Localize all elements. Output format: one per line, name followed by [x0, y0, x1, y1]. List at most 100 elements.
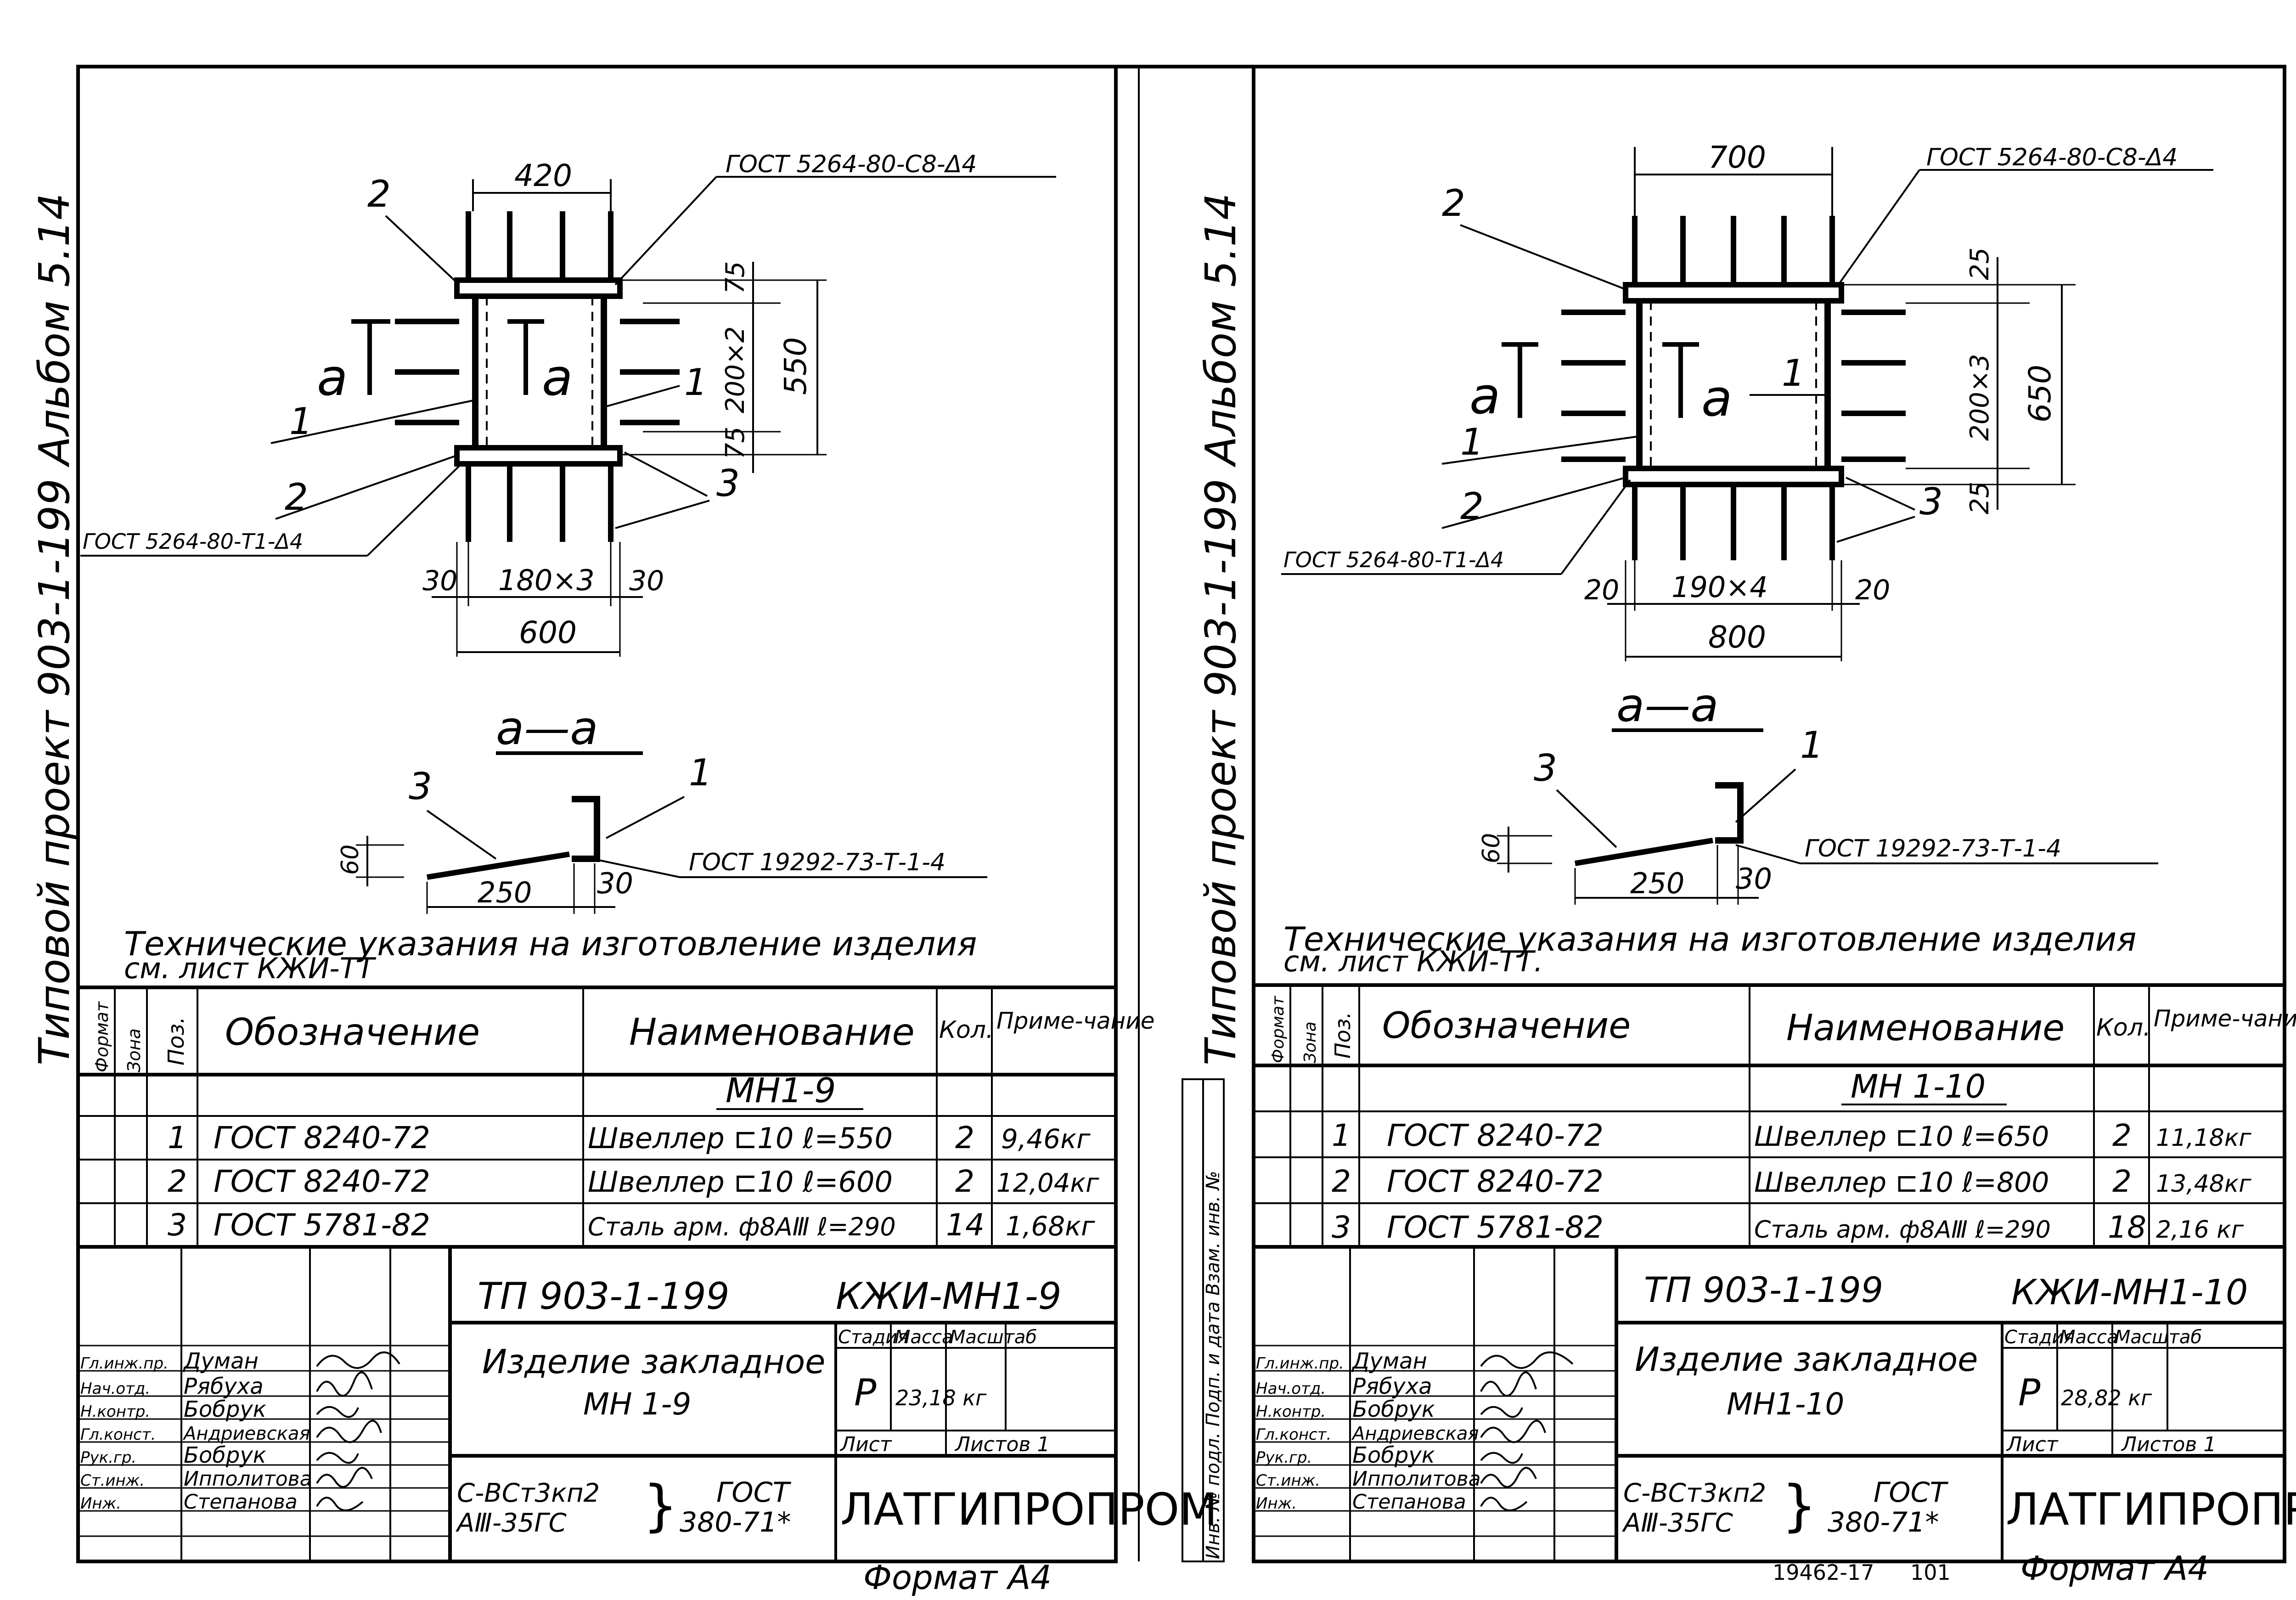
spec-1-row2-pos: 2: [168, 1164, 187, 1199]
spec-2-row2-name: Швеллер ⊏10 ℓ=800: [1754, 1166, 2049, 1199]
title-1-name-1: Думан: [183, 1348, 259, 1374]
spec-1-row2-designation: ГОСТ 8240-72: [214, 1164, 430, 1199]
spec-2-row3-pos: 3: [1332, 1210, 1351, 1245]
plan-view-1: 420 ГОСТ 5264-80-С8-Δ4 2 а а 1 1 2: [80, 151, 1056, 657]
section-2-title: а—а: [1616, 678, 1719, 732]
title-2-name-5: Бобрук: [1352, 1442, 1435, 1468]
title-2-material-line2: АⅢ-35ГС: [1622, 1508, 1733, 1538]
title-2-role-5: Рук.гр.: [1256, 1448, 1312, 1467]
plan-2-pos1-left: 1: [1460, 421, 1484, 463]
title-1-item-line2: МН 1-9: [583, 1386, 691, 1422]
title-1-role-7: Инж.: [80, 1494, 121, 1513]
title-1-name-7: Степанова: [184, 1490, 298, 1514]
title-2-name-6: Ипполитова: [1352, 1467, 1481, 1491]
spec-2-row3-name: Сталь арм. ф8АⅢ ℓ=290: [1754, 1216, 2051, 1244]
spec-1-row3-name: Сталь арм. ф8АⅢ ℓ=290: [588, 1212, 896, 1241]
title-1-name-5: Бобрук: [184, 1442, 266, 1468]
section-2-dim-len: 250: [1630, 867, 1684, 900]
spec-1-header-zone: Зона: [124, 1028, 144, 1072]
spec-2-row2-designation: ГОСТ 8240-72: [1387, 1164, 1604, 1199]
spec-table-1[interactable]: Формат Зона Поз. Обозначение Наименовани…: [78, 986, 1154, 1249]
title-2-mass-label: Масса: [2060, 1327, 2118, 1348]
spec-2-header-zone: Зона: [1301, 1021, 1320, 1063]
title-block-2[interactable]: ТП 903-1-199 КЖИ-МН1-10 Изделие закладно…: [1254, 1247, 2296, 1561]
spec-1-header-name: Наименование: [629, 1011, 915, 1054]
spec-1-header-note: Приме-чание: [996, 1008, 1154, 1034]
spec-2-row2-qty: 2: [2112, 1164, 2132, 1199]
spec-1-header-pos: Поз.: [163, 1017, 189, 1065]
title-1-code: КЖИ-МН1-9: [836, 1275, 1062, 1318]
spec-1-header-format: Формат: [92, 1001, 112, 1072]
spec-2-row3-qty: 18: [2108, 1210, 2146, 1245]
title-2-material-brace: }: [1782, 1474, 1817, 1538]
plan-2-dim-bottom-mid: 190×4: [1671, 570, 1768, 604]
side-stamp: Инв. № подл. Подп. и дата Взам. инв. №: [1182, 1078, 1225, 1562]
title-1-mass: 23,18 кг: [895, 1386, 987, 1410]
spec-2-row1-pos: 1: [1332, 1118, 1351, 1153]
section-view-2: а—а 3 1 60 250 30 ГОСТ 19292-73-Т-1-4: [1478, 678, 2158, 905]
title-2-role-6: Ст.инж.: [1256, 1471, 1320, 1490]
plan-2-dim-top-gap: 25: [1965, 248, 1995, 280]
title-1-role-4: Гл.конст.: [80, 1425, 156, 1444]
plan-2-pos3: 3: [1919, 480, 1943, 523]
section-1-pos1: 1: [689, 751, 712, 794]
sheet-2-note-line1: Технические указания на изготовление изд…: [1283, 920, 2136, 958]
section-1-dim-len: 250: [478, 876, 532, 909]
spec-2-header-qty: Кол.: [2096, 1014, 2151, 1042]
title-1-material-line2: АⅢ-35ГС: [456, 1508, 567, 1538]
title-2-material-std-line2: 380-71*: [1828, 1506, 1939, 1538]
spec-1-row2-note: 12,04кг: [996, 1168, 1099, 1198]
spec-2-header-format: Формат: [1269, 996, 1288, 1063]
section-1-weld: ГОСТ 19292-73-Т-1-4: [689, 849, 945, 876]
title-1-scale-label: Масштаб: [950, 1327, 1037, 1348]
spec-2-row1-qty: 2: [2112, 1118, 2132, 1153]
title-2-name-4: Андриевская: [1351, 1423, 1479, 1444]
side-title-1: Типовой проект 903-1-199 Альбом 5.14: [30, 193, 79, 1065]
section-1-pos3: 3: [409, 765, 432, 808]
title-1-role-2: Нач.отд.: [80, 1380, 150, 1398]
title-1-name-2: Рябуха: [184, 1374, 264, 1399]
spec-table-2[interactable]: Формат Зона Поз. Обозначение Наименовани…: [1254, 983, 2296, 1249]
plan-1-pos2-top: 2: [367, 173, 391, 215]
spec-2-row1-name: Швеллер ⊏10 ℓ=650: [1754, 1121, 2049, 1153]
title-1-name-6: Ипполитова: [184, 1467, 312, 1491]
title-block-1[interactable]: ТП 903-1-199 КЖИ-МН1-9 Изделие закладное…: [78, 1247, 1217, 1561]
plan-1-dim-edge-left: 30: [422, 565, 457, 597]
section-2-pos1: 1: [1800, 724, 1823, 766]
archive-number: 19462-17: [1773, 1560, 1874, 1585]
sheet-2-frame: [1252, 65, 2286, 1563]
title-2-role-3: Н.контр.: [1256, 1403, 1326, 1421]
spec-1-header-qty: Кол.: [939, 1016, 994, 1044]
title-1-material-line1: С-ВСт3кп2: [457, 1478, 600, 1508]
plan-1-dim-bot-gap: 75: [720, 427, 750, 459]
title-1-stage-label: Стадия: [838, 1327, 908, 1348]
spec-2-row1-note: 11,18кг: [2156, 1124, 2251, 1152]
title-2-role-1: Гл.инж.пр.: [1256, 1354, 1344, 1373]
plan-2-dim-edge-left: 20: [1584, 574, 1619, 606]
plan-2-dim-bot-gap: 25: [1965, 482, 1995, 514]
title-2-stage-label: Стадия: [2004, 1327, 2075, 1348]
title-2-org: ЛАТГИПРОПРОМ: [2006, 1484, 2296, 1535]
title-2-name-3: Бобрук: [1352, 1397, 1435, 1422]
plan-2-dim-top: 700: [1708, 140, 1766, 175]
spec-1-row3-designation: ГОСТ 5781-82: [214, 1207, 430, 1243]
title-1-sheet-label: Лист: [839, 1433, 892, 1456]
title-1-material-std-line1: ГОСТ: [716, 1476, 792, 1509]
title-1-item-line1: Изделие закладное: [482, 1342, 825, 1381]
sheet-2-note-line2: см. лист КЖИ-ТТ.: [1283, 945, 1543, 978]
plan-1-dim-total-w: 600: [519, 615, 577, 650]
title-2-sheet-label: Лист: [2006, 1433, 2059, 1456]
title-2-role-2: Нач.отд.: [1256, 1380, 1326, 1398]
plan-1-section-right: а: [542, 348, 573, 407]
plan-2-dim-edge-right: 20: [1855, 574, 1890, 606]
section-2-dim-h: 60: [1478, 833, 1505, 863]
plan-1-dim-top-gap: 75: [720, 261, 750, 294]
spec-2-header-designation: Обозначение: [1382, 1005, 1631, 1047]
spec-1-row2-name: Швеллер ⊏10 ℓ=600: [588, 1165, 893, 1199]
title-2-stage: Р: [2018, 1371, 2041, 1414]
plan-2-dim-total-w: 800: [1708, 620, 1766, 655]
plan-1-section-left: а: [317, 348, 348, 407]
plan-1-dim-mid: 200×2: [720, 327, 750, 413]
title-1-project: ТП 903-1-199: [478, 1275, 729, 1318]
title-2-scale-label: Масштаб: [2115, 1327, 2202, 1348]
